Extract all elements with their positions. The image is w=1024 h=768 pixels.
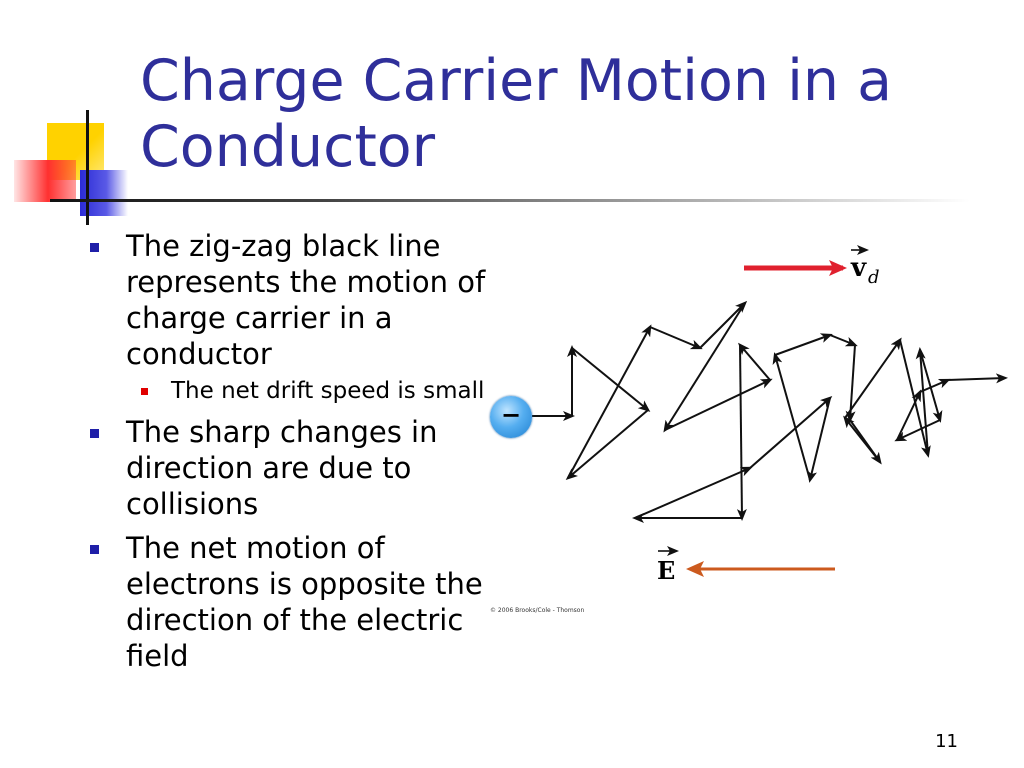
bullet-marker [90,429,99,438]
decorative-red-square [14,160,76,202]
path-segment [567,324,652,479]
bullet-item-3: The net motion of electrons is opposite … [90,530,490,674]
bullet-item-2: The sharp changes in direction are due t… [90,414,490,522]
path-segment [736,344,747,521]
sub-bullet-text: The net drift speed is small [171,378,485,404]
path-segment [915,347,929,456]
path-segment [571,347,651,412]
electron-path [532,300,1008,523]
path-segment [845,344,856,423]
zigzag-path-figure [532,245,1008,577]
page-number: 11 [935,731,958,752]
path-segment [634,466,753,519]
path-segment [829,334,858,347]
bullet-text: The zig-zag black line represents the mo… [126,229,486,371]
bullet-list: The zig-zag black line represents the mo… [90,228,490,674]
drift-velocity-subscript: d [868,267,880,288]
path-segment [699,300,748,349]
path-segment [663,302,746,433]
path-segment [807,397,831,483]
bullet-text: The sharp changes in direction are due t… [126,415,438,521]
electron-icon: − [490,396,532,438]
drift-velocity-label: v [851,253,867,283]
path-segment [843,415,881,463]
path-segment [738,342,771,381]
path-segment [649,326,703,350]
path-segment [844,337,902,419]
figure-copyright: © 2006 Brooks/Cole - Thomson [490,607,585,614]
path-segment [749,396,833,469]
electron-sign: − [500,401,522,429]
path-segment [896,389,922,441]
title-underline [50,199,970,202]
sub-bullet-item: The net drift speed is small [90,376,490,406]
path-segment [919,378,951,393]
bullet-marker [90,545,99,554]
bullet-marker [90,243,99,252]
path-segment [772,352,811,481]
path-segment [774,333,833,356]
path-segment [894,419,941,442]
decorative-vertical-line [86,110,89,225]
bullet-item-1: The zig-zag black line represents the mo… [90,228,490,372]
slide-title: Charge Carrier Motion in a Conductor [140,48,893,180]
bullet-text: The net motion of electrons is opposite … [126,531,483,673]
path-segment [919,349,943,423]
path-segment [947,373,1008,384]
sub-bullet-marker [141,388,148,395]
electric-field-label: E [657,556,676,585]
path-segment [664,378,773,431]
path-segment [565,409,649,480]
